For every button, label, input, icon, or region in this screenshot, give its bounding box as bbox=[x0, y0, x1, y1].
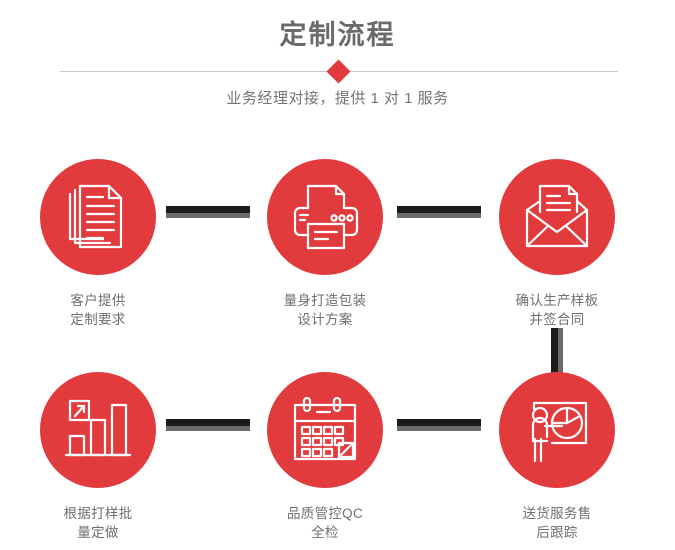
step-6-circle[interactable] bbox=[499, 372, 615, 488]
connector-step2-step3 bbox=[397, 206, 481, 218]
step-4[interactable]: 根据打样批 量定做 bbox=[8, 372, 188, 542]
bar-chart-growth-icon bbox=[64, 399, 132, 457]
step-2-caption: 量身打造包装 设计方案 bbox=[235, 291, 415, 329]
connector-bar bbox=[166, 419, 250, 426]
step-5-caption-line1: 品质管控QC bbox=[286, 506, 364, 521]
step-3-caption-line2: 并签合同 bbox=[529, 312, 585, 327]
page-header: 定制流程 业务经理对接，提供 1 对 1 服务 bbox=[0, 0, 675, 125]
step-2[interactable]: 量身打造包装 设计方案 bbox=[235, 159, 415, 329]
step-1[interactable]: 客户提供 定制要求 bbox=[8, 159, 188, 329]
connector-shadow bbox=[558, 328, 563, 376]
connector-bar bbox=[397, 419, 481, 426]
step-6-caption: 送货服务售 后跟踪 bbox=[467, 504, 647, 542]
step-1-circle[interactable] bbox=[40, 159, 156, 275]
step-1-caption-line1: 客户提供 bbox=[70, 293, 126, 308]
connector-shadow bbox=[397, 213, 481, 218]
connector-step5-step6 bbox=[397, 419, 481, 431]
step-2-caption-line1: 量身打造包装 bbox=[283, 293, 367, 308]
connector-step4-step5 bbox=[166, 419, 250, 431]
connector-step1-step2 bbox=[166, 206, 250, 218]
step-2-circle[interactable] bbox=[267, 159, 383, 275]
documents-stack-icon bbox=[68, 184, 123, 249]
presentation-pie-chart-icon bbox=[531, 401, 588, 463]
connector-bar bbox=[397, 206, 481, 213]
step-4-caption-line1: 根据打样批 bbox=[63, 506, 133, 521]
step-3-caption: 确认生产样板 并签合同 bbox=[467, 291, 647, 329]
step-1-caption: 客户提供 定制要求 bbox=[8, 291, 188, 329]
connector-bar bbox=[551, 328, 558, 376]
step-5-caption: 品质管控QC 全检 bbox=[235, 504, 415, 542]
step-3-caption-line1: 确认生产样板 bbox=[515, 293, 599, 308]
step-6-caption-line1: 送货服务售 bbox=[522, 506, 592, 521]
step-4-caption-line2: 量定做 bbox=[77, 525, 119, 540]
connector-step3-step6 bbox=[551, 328, 563, 376]
connector-shadow bbox=[166, 426, 250, 431]
step-3-circle[interactable] bbox=[499, 159, 615, 275]
step-4-caption: 根据打样批 量定做 bbox=[8, 504, 188, 542]
calendar-icon bbox=[293, 396, 357, 461]
connector-bar bbox=[166, 206, 250, 213]
step-5[interactable]: 品质管控QC 全检 bbox=[235, 372, 415, 542]
page-subtitle: 业务经理对接，提供 1 对 1 服务 bbox=[226, 90, 449, 107]
step-6-caption-line2: 后跟踪 bbox=[536, 525, 578, 540]
printer-icon bbox=[293, 184, 359, 250]
step-5-circle[interactable] bbox=[267, 372, 383, 488]
step-1-caption-line2: 定制要求 bbox=[70, 312, 126, 327]
envelope-document-icon bbox=[525, 184, 589, 248]
step-6[interactable]: 送货服务售 后跟踪 bbox=[467, 372, 647, 542]
header-divider bbox=[60, 59, 618, 84]
step-2-caption-line2: 设计方案 bbox=[297, 312, 353, 327]
step-3[interactable]: 确认生产样板 并签合同 bbox=[467, 159, 647, 329]
step-5-caption-line2: 全检 bbox=[311, 525, 339, 540]
step-4-circle[interactable] bbox=[40, 372, 156, 488]
page-title: 定制流程 bbox=[279, 20, 396, 50]
connector-shadow bbox=[166, 213, 250, 218]
connector-shadow bbox=[397, 426, 481, 431]
